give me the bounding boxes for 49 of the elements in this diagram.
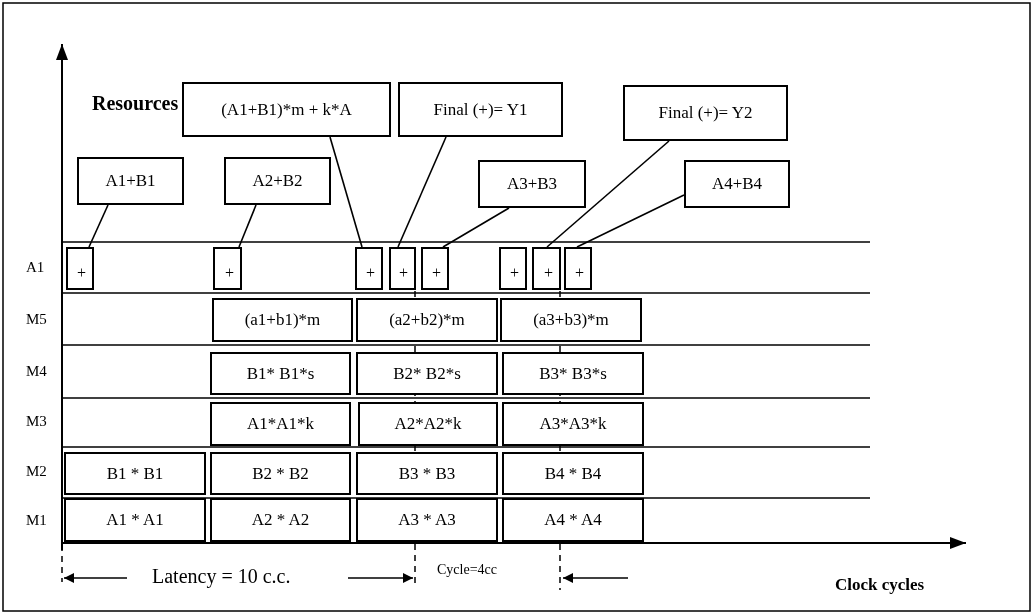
operation-slot: A3*A3*k (502, 402, 644, 446)
operation-slot: A2*A2*k (358, 402, 498, 446)
callout-box: A4+B4 (684, 160, 790, 208)
operation-slot: B3* B3*s (502, 352, 644, 395)
adder-slot: + (66, 247, 94, 290)
axis-label: Clock cycles (835, 575, 925, 595)
operation-slot: A2 * A2 (210, 498, 351, 542)
adder-slot: + (389, 247, 416, 290)
dimension-label: Cycle=4cc (437, 562, 497, 578)
operation-slot: A4 * A4 (502, 498, 644, 542)
operation-slot: B4 * B4 (502, 452, 644, 495)
adder-slot: + (564, 247, 592, 290)
row-label: M5 (26, 311, 47, 328)
callout-box: Final (+)= Y1 (398, 82, 563, 137)
callout-box: A2+B2 (224, 157, 331, 205)
adder-slot: + (499, 247, 527, 290)
operation-slot: (a3+b3)*m (500, 298, 642, 342)
operation-slot: A3 * A3 (356, 498, 498, 542)
operation-slot: B1 * B1 (64, 452, 206, 495)
leader-line (238, 204, 257, 248)
adder-slot: + (213, 247, 242, 290)
operation-slot: B2 * B2 (210, 452, 351, 495)
callout-box: Final (+)= Y2 (623, 85, 788, 141)
operation-slot: B1* B1*s (210, 352, 351, 395)
adder-slot: + (355, 247, 383, 290)
row-label: A1 (26, 259, 45, 276)
row-label: M4 (26, 363, 47, 380)
adder-slot: + (532, 247, 561, 290)
leader-line (576, 194, 685, 248)
leader-line (88, 204, 109, 248)
callout-box: A3+B3 (478, 160, 586, 208)
row-label: M1 (26, 512, 47, 529)
row-label: M3 (26, 413, 47, 430)
operation-slot: A1 * A1 (64, 498, 206, 542)
dimension-label: Latency = 10 c.c. (152, 565, 291, 588)
leader-line (329, 136, 363, 248)
leader-line (397, 136, 447, 248)
operation-slot: A1*A1*k (210, 402, 351, 446)
adder-slot: + (421, 247, 449, 290)
operation-slot: (a2+b2)*m (356, 298, 498, 342)
row-label: M2 (26, 463, 47, 480)
operation-slot: (a1+b1)*m (212, 298, 353, 342)
leader-line (442, 207, 510, 248)
axis-label: Resources (92, 92, 179, 115)
callout-box: (A1+B1)*m + k*A (182, 82, 391, 137)
leader-line (546, 140, 670, 248)
operation-slot: B2* B2*s (356, 352, 498, 395)
callout-box: A1+B1 (77, 157, 184, 205)
operation-slot: B3 * B3 (356, 452, 498, 495)
